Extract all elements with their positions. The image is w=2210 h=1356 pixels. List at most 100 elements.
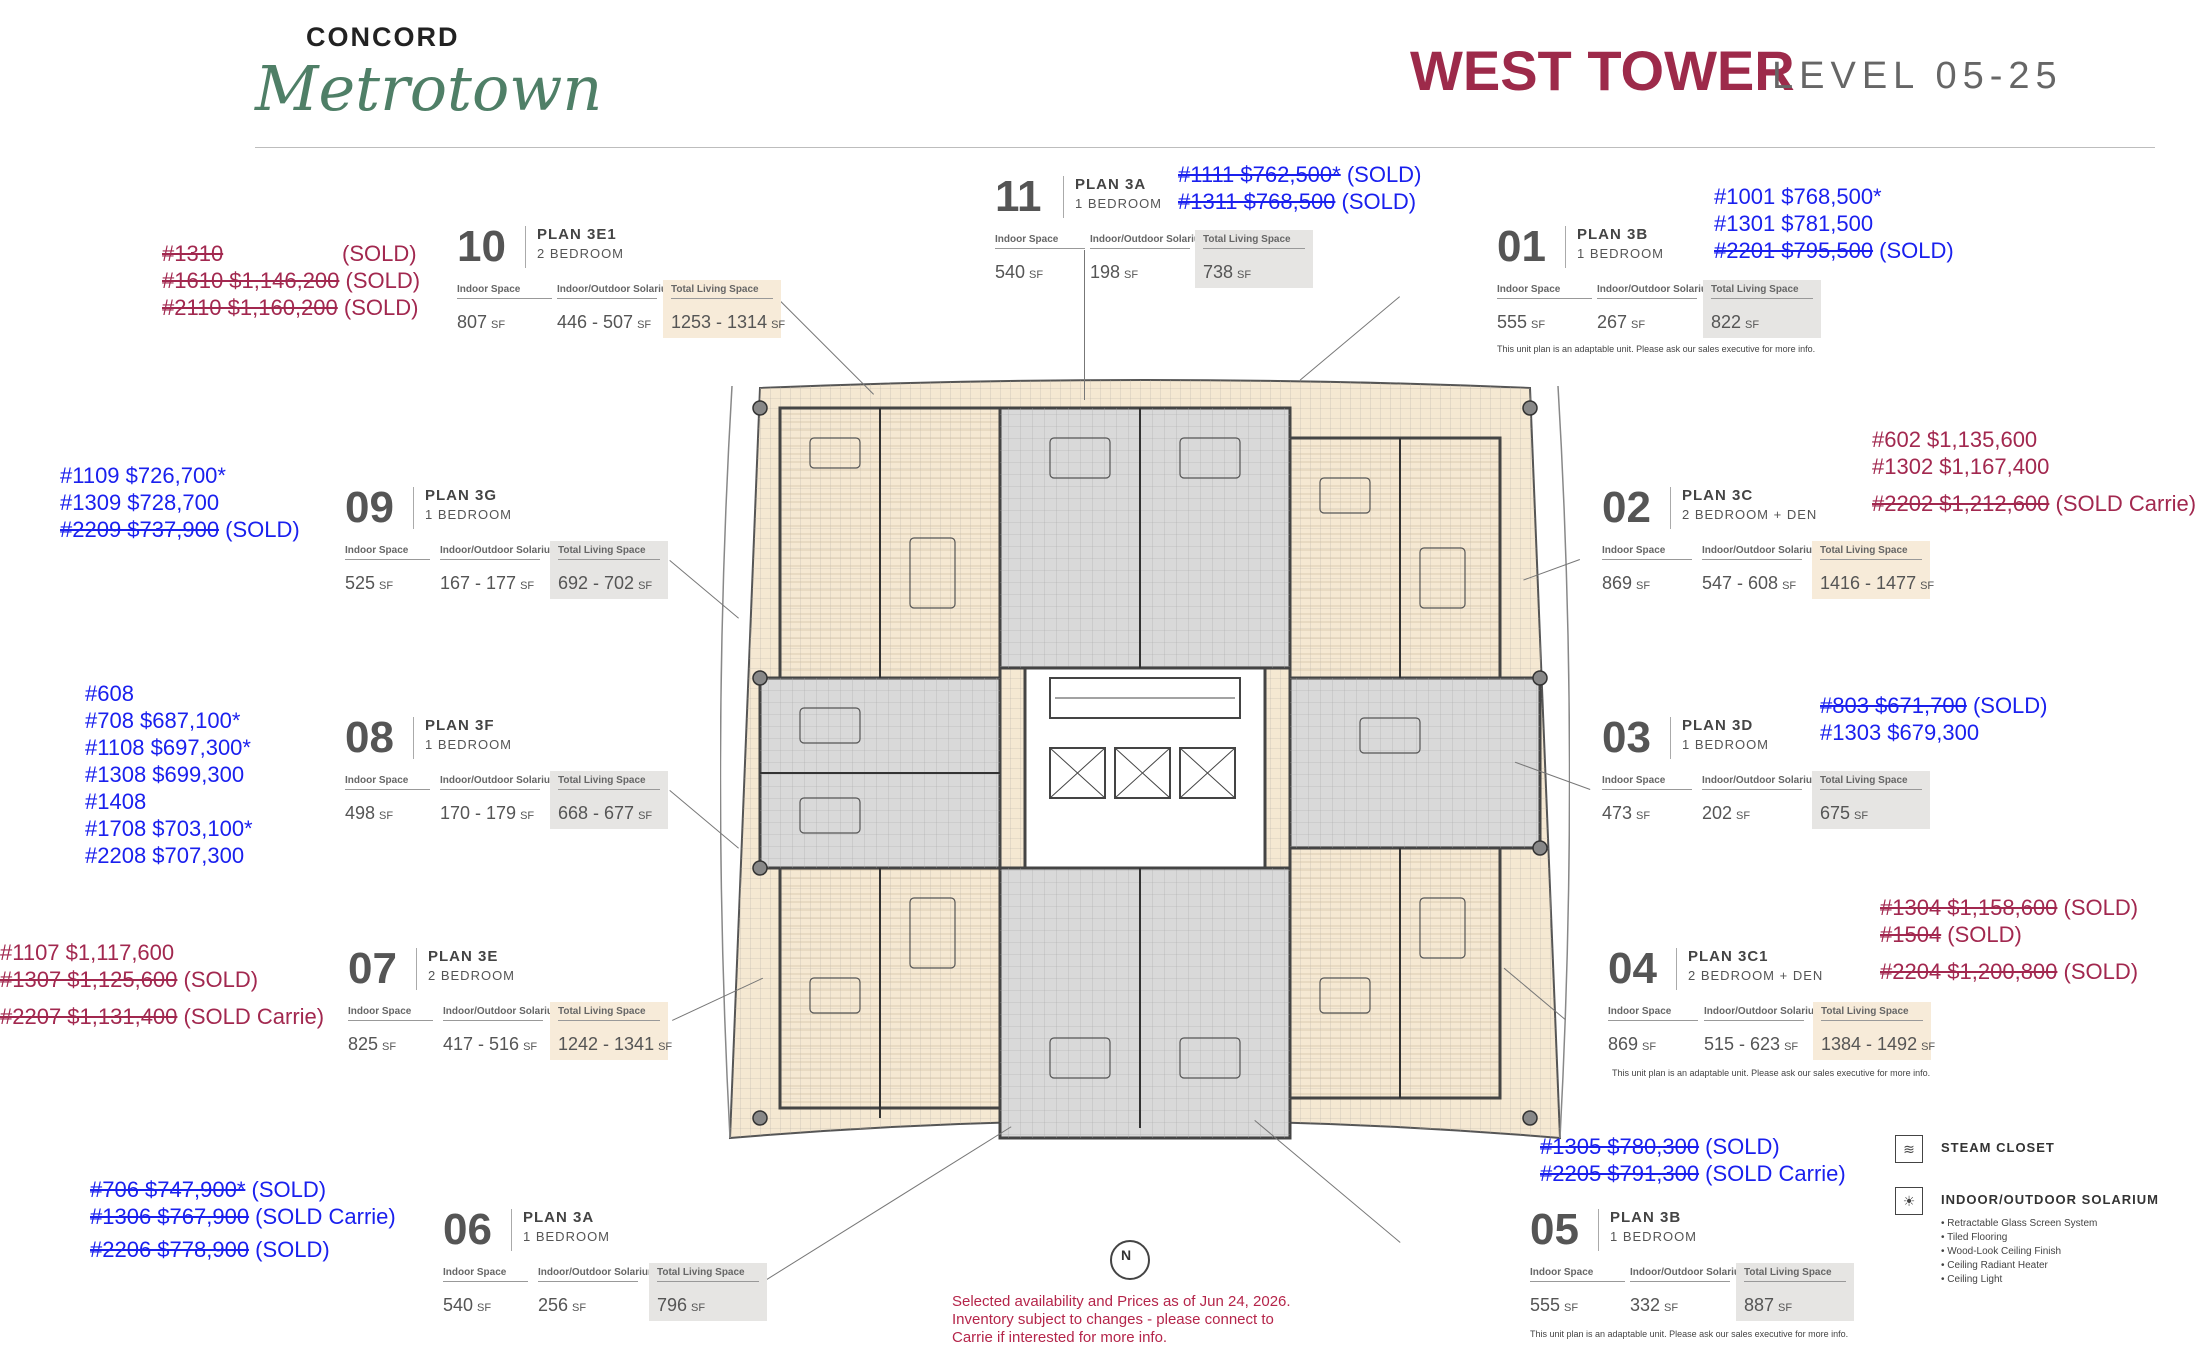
legend: ≋ STEAM CLOSET ☀ INDOOR/OUTDOOR SOLARIUM… [1895, 1135, 2158, 1287]
level-title: LEVEL 05-25 [1772, 55, 2063, 97]
availability-u07: #1107 $1,117,600 #1307 $1,125,600 (SOLD)… [0, 940, 325, 1029]
availability-u08: #608 #708 $687,100* #1108 $697,300* #130… [85, 681, 253, 868]
unit-beds: 1 BEDROOM [425, 737, 513, 752]
unit-plan: PLAN 3G [425, 487, 498, 504]
steam-closet-icon: ≋ [1895, 1135, 1923, 1163]
adaptable-note: This unit plan is an adaptable unit. Ple… [1612, 1068, 1931, 1078]
unit-beds: 1 BEDROOM [523, 1229, 611, 1244]
availability-disclaimer: Selected availability and Prices as of J… [952, 1293, 1291, 1346]
tower-title: WEST TOWER [1410, 39, 1795, 102]
availability-u11: #1111 $762,500* (SOLD) #1311 $768,500 (S… [1178, 162, 1422, 214]
unit-plan: PLAN 3C1 [1688, 948, 1769, 965]
unit-plan: PLAN 3E1 [537, 226, 617, 243]
unit-beds: 1 BEDROOM [1577, 246, 1665, 261]
header-divider [255, 147, 2155, 148]
legend-steam-label: STEAM CLOSET [1941, 1140, 2055, 1155]
unit-beds: 1 BEDROOM [1075, 196, 1163, 211]
availability-u04: #1304 $1,158,600 (SOLD) #1504 (SOLD) #22… [1880, 895, 2139, 984]
solarium-features: Retractable Glass Screen System Tiled Fl… [1895, 1217, 2097, 1287]
unit-number: 10 [457, 222, 506, 271]
unit-beds: 2 BEDROOM + DEN [1688, 968, 1824, 983]
floor-plan [720, 379, 1570, 1140]
unit-plan: PLAN 3D [1682, 717, 1754, 734]
unit-number: 07 [348, 944, 397, 993]
availability-u03: #803 $671,700 (SOLD) #1303 $679,300 [1820, 693, 2048, 745]
unit-plan: PLAN 3F [425, 717, 495, 734]
unit-number: 01 [1497, 222, 1546, 271]
legend-solarium-label: INDOOR/OUTDOOR SOLARIUM [1941, 1192, 2159, 1207]
availability-u01: #1001 $768,500* #1301 $781,500 #2201 $79… [1714, 184, 1954, 263]
unit-plan: PLAN 3A [523, 1209, 595, 1226]
unit-beds: 2 BEDROOM [428, 968, 516, 983]
unit-number: 05 [1530, 1205, 1579, 1254]
adaptable-note: This unit plan is an adaptable unit. Ple… [1497, 344, 1816, 354]
solarium-icon: ☀ [1895, 1187, 1923, 1215]
unit-beds: 1 BEDROOM [425, 507, 513, 522]
compass-icon: N [1110, 1240, 1150, 1280]
unit-number: 06 [443, 1205, 492, 1254]
elevator-core [1023, 666, 1267, 870]
availability-u05: #1305 $780,300 (SOLD) #2205 $791,300 (SO… [1540, 1134, 1846, 1186]
brand-project: Metrotown [255, 52, 603, 125]
unit-beds: 2 BEDROOM [537, 246, 625, 261]
unit-beds: 1 BEDROOM [1682, 737, 1770, 752]
leader-line-01 [1299, 296, 1400, 381]
brand-company: CONCORD [306, 22, 460, 52]
unit-beds: 2 BEDROOM + DEN [1682, 507, 1818, 522]
availability-u02: #602 $1,135,600 #1302 $1,167,400 #2202 $… [1872, 427, 2197, 516]
unit-number: 04 [1608, 944, 1657, 993]
unit-number: 08 [345, 713, 394, 762]
unit-plan: PLAN 3C [1682, 487, 1754, 504]
unit-beds: 1 BEDROOM [1610, 1229, 1698, 1244]
unit-plan: PLAN 3B [1577, 226, 1649, 243]
availability-u10: #1310(SOLD) #1610 $1,146,200 (SOLD) #211… [162, 241, 421, 320]
unit-card-04: 04 PLAN 3C1 2 BEDROOM + DEN Indoor Space… [1608, 944, 1948, 1084]
unit-04-block [1288, 816, 1502, 1100]
unit-number: 03 [1602, 713, 1651, 762]
unit-plan: PLAN 3A [1075, 176, 1147, 193]
unit-number: 09 [345, 483, 394, 532]
adaptable-note: This unit plan is an adaptable unit. Ple… [1530, 1329, 1849, 1339]
unit-10-block [778, 406, 1002, 710]
availability-u06: #706 $747,900* (SOLD) #1306 $767,900 (SO… [90, 1177, 396, 1262]
availability-u09: #1109 $726,700* #1309 $728,700 #2209 $73… [60, 463, 300, 542]
